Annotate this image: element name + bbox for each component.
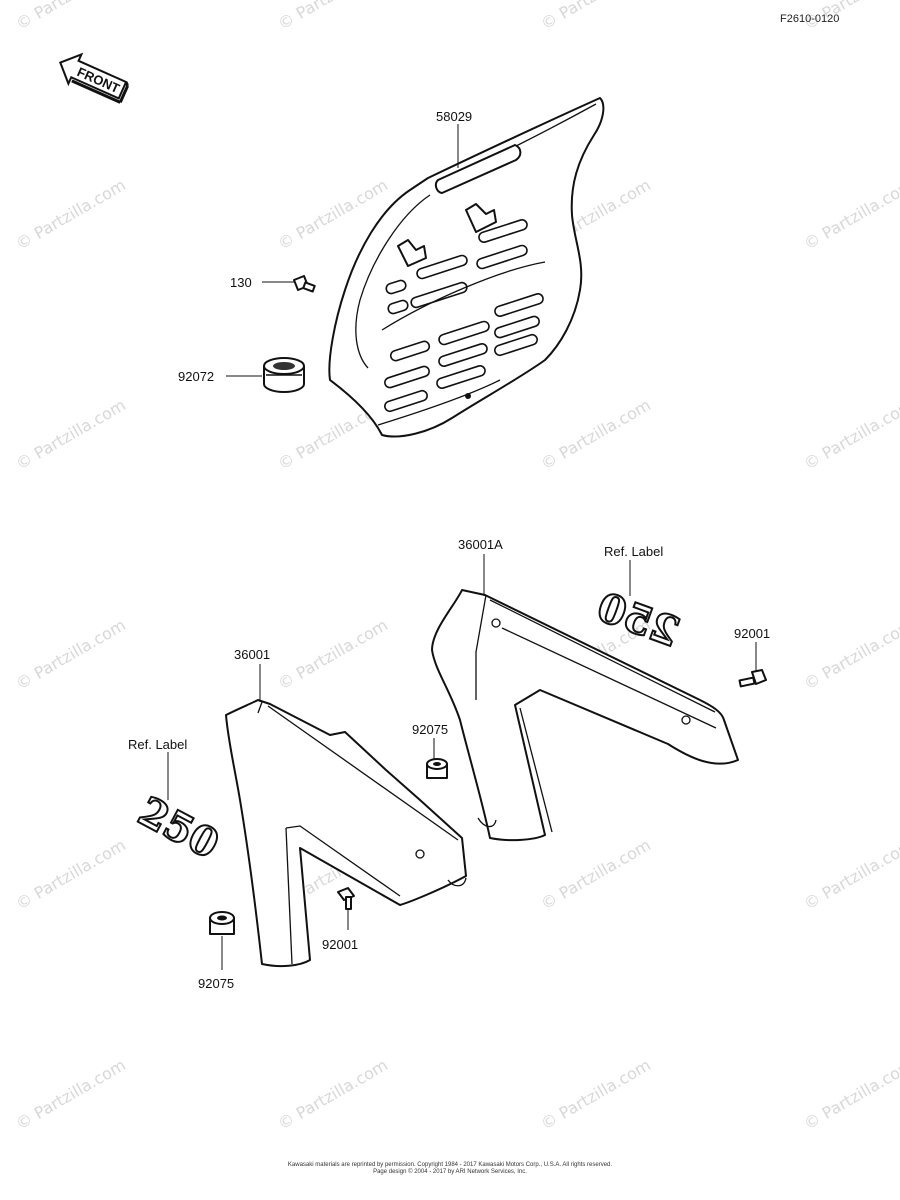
callout-58029: 58029 — [436, 109, 472, 124]
callout-130: 130 — [230, 275, 252, 290]
watermark-text: © Partzilla.com — [13, 615, 129, 693]
part-92072-grommet — [263, 357, 305, 393]
callout-ref-label-right: Ref. Label — [604, 544, 663, 559]
part-92075-grommet-bottom — [209, 911, 235, 935]
emblem-250-left: 250 — [130, 787, 228, 870]
watermark-text: © Partzilla.com — [275, 0, 391, 33]
watermark-text: © Partzilla.com — [801, 835, 900, 913]
callout-36001: 36001 — [234, 647, 270, 662]
watermark-text: © Partzilla.com — [13, 1055, 129, 1133]
part-92075-grommet-mid — [426, 758, 448, 779]
watermark-text: © Partzilla.com — [538, 0, 654, 33]
callout-92001-right: 92001 — [734, 626, 770, 641]
watermark-text: © Partzilla.com — [801, 615, 900, 693]
callout-92075-mid: 92075 — [412, 722, 448, 737]
part-92001-bolt-bottom — [337, 887, 355, 910]
watermark-text: © Partzilla.com — [13, 835, 129, 913]
watermark-text: © Partzilla.com — [538, 835, 654, 913]
copyright-line-2: Page design © 2004 - 2017 by ARI Network… — [373, 1168, 527, 1175]
part-130-bolt — [293, 275, 316, 293]
callout-36001A: 36001A — [458, 537, 503, 552]
part-36001-side-cover — [225, 699, 467, 968]
watermark-text: © Partzilla.com — [801, 175, 900, 253]
watermark-text: © Partzilla.com — [801, 395, 900, 473]
copyright-line-1: Kawasaki materials are reprinted by perm… — [288, 1162, 612, 1168]
part-36001A-side-cover — [431, 589, 739, 842]
front-arrow-icon: FRONT — [58, 52, 129, 104]
watermark-text: © Partzilla.com — [538, 395, 654, 473]
watermark-text: © Partzilla.com — [13, 0, 129, 33]
watermark-text: © Partzilla.com — [13, 175, 129, 253]
watermark-text: © Partzilla.com — [275, 1055, 391, 1133]
vent-slots — [384, 219, 544, 413]
figure-id: F2610-0120 — [780, 13, 839, 25]
callout-92001-bottom: 92001 — [322, 937, 358, 952]
emblem-250-left-text: 250 — [131, 788, 227, 869]
callout-92072: 92072 — [178, 369, 214, 384]
watermark-text: © Partzilla.com — [801, 1055, 900, 1133]
part-58029-cover — [328, 97, 605, 438]
watermark-text: © Partzilla.com — [275, 615, 391, 693]
watermark-text: © Partzilla.com — [538, 1055, 654, 1133]
part-92001-bolt-right — [738, 669, 767, 688]
watermark-text: © Partzilla.com — [13, 395, 129, 473]
callout-92075-bottom: 92075 — [198, 976, 234, 991]
callout-ref-label-left: Ref. Label — [128, 737, 187, 752]
